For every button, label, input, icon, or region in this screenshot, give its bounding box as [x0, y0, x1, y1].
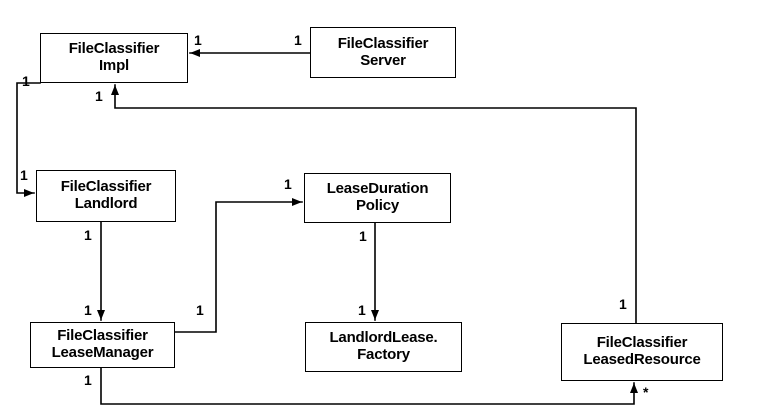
mult-impl-bottom: 1 [95, 88, 103, 104]
mult-landlord-lease-factory-top: 1 [358, 302, 366, 318]
class-box-landlord-lease-factory[interactable]: LandlordLease.Factory [305, 322, 462, 372]
mult-leased-resource-top: 1 [619, 296, 627, 312]
mult-impl-right: 1 [194, 32, 202, 48]
class-name-line: Factory [357, 346, 410, 363]
mult-lease-duration-policy-left: 1 [284, 176, 292, 192]
mult-landlord-left: 1 [20, 167, 28, 183]
mult-lease-manager-bottom: 1 [84, 372, 92, 388]
mult-leased-resource-bottom: * [643, 384, 649, 400]
mult-lease-manager-top: 1 [84, 302, 92, 318]
edge-lease-manager-to-lease-duration-policy [174, 197, 303, 333]
mult-lease-duration-policy-bottom: 1 [359, 228, 367, 244]
edge-lease-manager-to-leased-resource [100, 367, 639, 405]
class-name-line: Landlord [74, 195, 138, 212]
mult-landlord-bottom: 1 [84, 227, 92, 243]
edge-impl-to-landlord [16, 82, 41, 198]
edge-leased-resource-to-impl [110, 84, 637, 324]
class-name-line: FileClassifier [60, 178, 152, 196]
mult-server-left: 1 [294, 32, 302, 48]
class-name-line: LeaseManager [51, 344, 154, 361]
class-name-line: FileClassifier [337, 34, 429, 52]
class-name-line: Server [360, 51, 406, 69]
mult-lease-manager-right: 1 [196, 302, 204, 318]
class-name-line: Impl [98, 57, 130, 74]
class-name-line: FileClassifier [68, 40, 160, 58]
class-name-line: LeasedResource [583, 351, 701, 368]
class-name-line: FileClassifier [596, 334, 688, 352]
mult-impl-left: 1 [22, 73, 30, 89]
class-name-line: Policy [356, 197, 399, 214]
class-name-line: LeaseDuration [326, 180, 429, 198]
class-name-line: LandlordLease. [329, 329, 438, 347]
class-name-line: FileClassifier [57, 327, 148, 345]
